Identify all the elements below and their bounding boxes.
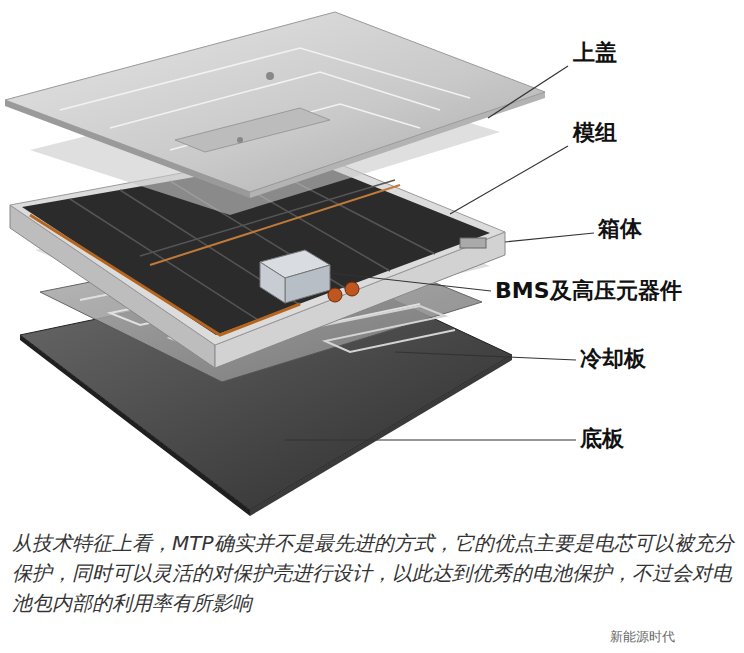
watermark: 新能源时代: [610, 628, 675, 646]
part-label: BMS及高压元器件: [495, 278, 682, 304]
caption-text: 从技术特征上看，MTP确实并不是最先进的方式，它的优点主要是电芯可以被充分保护，…: [12, 528, 734, 618]
part-label: 底板: [580, 426, 624, 452]
part-label: 箱体: [598, 216, 642, 242]
part-label: 模组: [573, 120, 617, 146]
part-label: 上盖: [573, 40, 617, 66]
part-label: 冷却板: [580, 346, 646, 372]
top-cover: [5, 12, 545, 198]
leader-lines: [285, 66, 594, 440]
